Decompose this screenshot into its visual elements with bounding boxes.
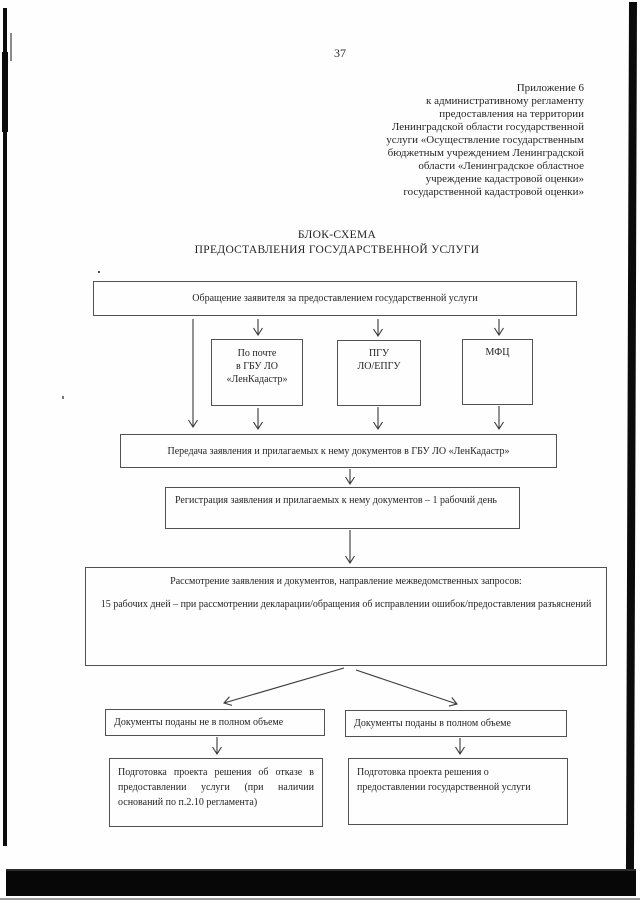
flow-box-review: Рассмотрение заявления и документов, нап… xyxy=(85,567,607,666)
arrow-review-to-complete xyxy=(355,669,458,707)
scan-edge-left-thick xyxy=(2,52,8,132)
scan-edge-bottom-line xyxy=(0,898,640,900)
flow-box-start-label: Обращение заявителя за предоставлением г… xyxy=(192,293,478,304)
document-title: БЛОК-СХЕМА ПРЕДОСТАВЛЕНИЯ ГОСУДАРСТВЕННО… xyxy=(194,229,480,256)
flow-box-channel-mfc: МФЦ xyxy=(462,339,533,405)
flow-box-channel-mail: По почте в ГБУ ЛО «ЛенКадастр» xyxy=(211,339,303,406)
flow-box-review-heading: Рассмотрение заявления и документов, нап… xyxy=(170,576,522,587)
appendix-reference: Приложение 6 к административному регламе… xyxy=(386,82,584,198)
flow-box-transfer: Передача заявления и прилагаемых к нему … xyxy=(120,434,557,468)
scan-edge-right-bar xyxy=(625,2,637,897)
flow-box-start: Обращение заявителя за предоставлением г… xyxy=(93,281,577,316)
arrow-review-to-incomplete xyxy=(223,667,345,706)
flow-box-condition-incomplete: Документы поданы не в полном объеме xyxy=(105,709,325,736)
scan-edge-bottom-band xyxy=(6,869,636,896)
scan-speck xyxy=(98,271,100,273)
flow-box-outcome-grant: Подготовка проекта решения о предоставле… xyxy=(348,758,568,825)
flow-box-condition-complete-label: Документы поданы в полном объеме xyxy=(354,718,511,729)
page-number: 37 xyxy=(334,46,346,60)
flow-box-condition-incomplete-label: Документы поданы не в полном объеме xyxy=(114,717,284,728)
flow-box-condition-complete: Документы поданы в полном объеме xyxy=(345,710,567,737)
scan-edge-left-line xyxy=(3,8,7,846)
flow-box-channel-pgu: ПГУ ЛО/ЕПГУ xyxy=(337,340,421,406)
flow-box-outcome-refusal: Подготовка проекта решения об отказе в п… xyxy=(109,758,323,827)
scan-edge-left-gray xyxy=(10,33,12,61)
flow-box-registration: Регистрация заявления и прилагаемых к не… xyxy=(165,487,520,529)
flow-box-transfer-label: Передача заявления и прилагаемых к нему … xyxy=(167,445,510,457)
scan-speck xyxy=(62,396,64,399)
flow-box-review-term: 15 рабочих дней – при рассмотрении декла… xyxy=(100,599,592,610)
